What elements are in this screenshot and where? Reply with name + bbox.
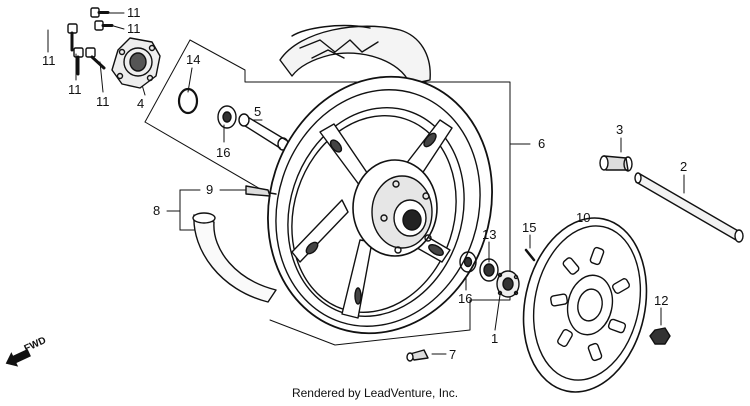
callout-5: 5	[254, 104, 261, 119]
callout-11: 11	[127, 21, 141, 36]
callout-15: 15	[522, 220, 536, 235]
inner-tube	[192, 212, 277, 303]
callout-12: 12	[654, 293, 668, 308]
callout-6: 6	[538, 136, 545, 151]
o-ring	[177, 87, 199, 115]
callout-9: 9	[206, 182, 213, 197]
callout-13: 13	[482, 227, 496, 242]
axle	[634, 172, 744, 243]
tire-top	[279, 24, 431, 85]
callout-3: 3	[616, 122, 623, 137]
bearing-right	[459, 251, 477, 273]
hub-flange	[111, 37, 161, 89]
callout-11: 11	[96, 94, 110, 109]
wheel-hub	[352, 159, 438, 257]
bolt-group	[67, 7, 114, 76]
axle-nut	[649, 327, 671, 345]
callout-14: 14	[186, 52, 200, 67]
callout-11: 11	[42, 53, 56, 68]
callout-11: 11	[127, 5, 141, 20]
distance-collar	[238, 113, 289, 151]
callout-10: 10	[576, 210, 590, 225]
fwd-label: FWD	[23, 335, 48, 355]
valve-stem	[245, 185, 277, 197]
disc-hub-sprocket	[496, 270, 520, 298]
credit-text: Rendered by LeadVenture, Inc.	[291, 386, 459, 400]
axle-spacer	[599, 155, 633, 172]
bearing-left	[217, 105, 237, 129]
bolt-icon	[90, 7, 110, 18]
bolt-icon	[67, 23, 78, 52]
callout-16: 16	[458, 291, 472, 306]
fwd-arrow-icon	[5, 348, 31, 367]
dust-seal	[479, 258, 499, 282]
pin	[524, 248, 536, 262]
callout-16: 16	[216, 145, 230, 160]
callout-7: 7	[449, 347, 456, 362]
callout-4: 4	[137, 96, 144, 111]
callout-11: 11	[68, 82, 82, 97]
callout-1: 1	[491, 331, 498, 346]
valve-cap	[406, 349, 429, 362]
callout-2: 2	[680, 159, 687, 174]
bolt-icon	[94, 20, 114, 31]
bolt-icon	[85, 47, 106, 70]
callout-8: 8	[153, 203, 160, 218]
bolt-icon	[73, 47, 84, 76]
brake-disc	[522, 217, 648, 393]
